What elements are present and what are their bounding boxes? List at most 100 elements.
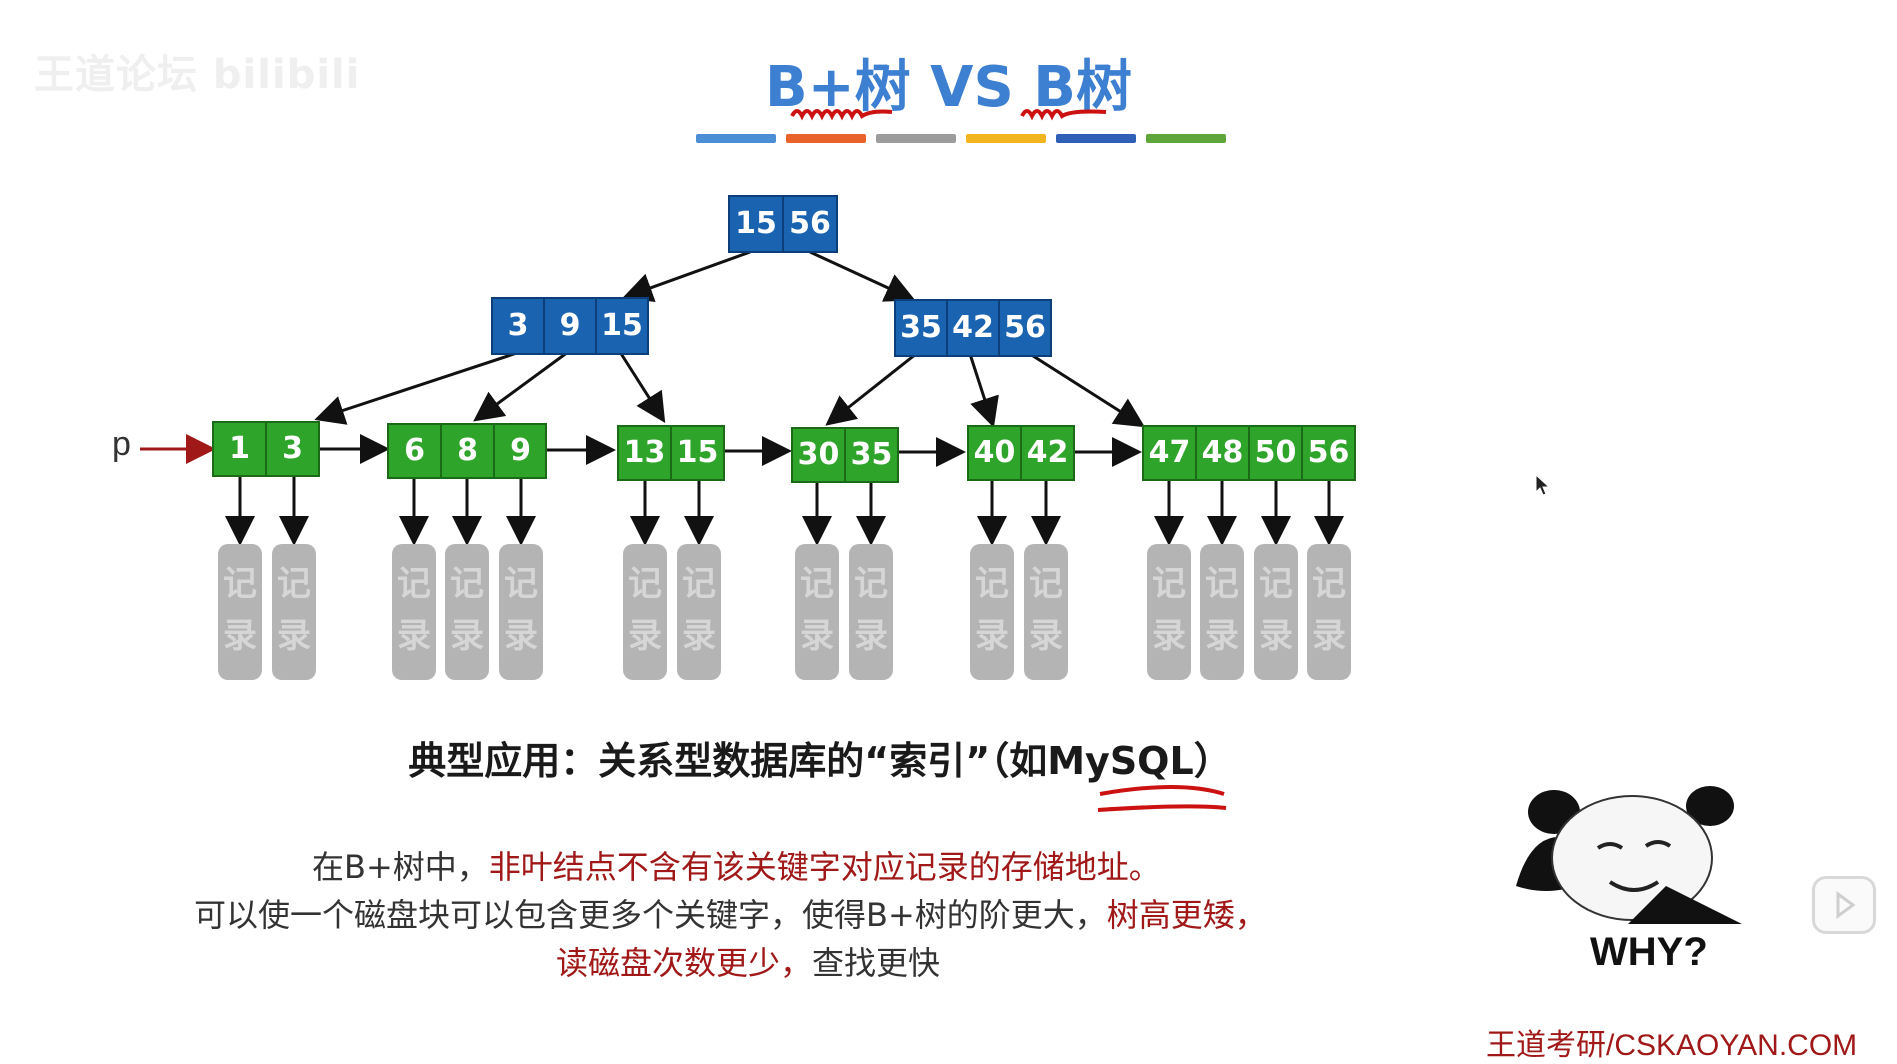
record-block: 记录 [499, 544, 543, 680]
watermark-logo: 王道论坛 bilibili [34, 52, 361, 98]
play-icon [1836, 891, 1856, 919]
root-key: 56 [789, 206, 831, 241]
record-label-top: 记 [504, 564, 538, 604]
leaf-node-box-4 [791, 427, 899, 483]
record-block: 记录 [1200, 544, 1244, 680]
record-label-top: 记 [450, 564, 484, 604]
leaf-key: 47 [1148, 435, 1191, 470]
record-label-top: 记 [1312, 564, 1346, 604]
leaf-key: 56 [1307, 435, 1350, 470]
record-label-top: 记 [397, 564, 431, 604]
tree-edge [622, 250, 751, 302]
record-label-top: 记 [1259, 564, 1293, 604]
tree-edge [809, 250, 916, 302]
panda-meme-image [1516, 786, 1742, 924]
leaf-key: 40 [973, 435, 1016, 470]
underline-scribble-b [1020, 109, 1107, 121]
record-block: 记录 [849, 544, 893, 680]
leaf-key: 6 [404, 433, 425, 468]
leaf-key: 8 [457, 433, 478, 468]
tree-edges [225, 250, 1344, 546]
internal-key: 35 [900, 310, 942, 345]
leaf-key: 1 [229, 431, 250, 466]
leaf-key: 15 [676, 435, 719, 470]
record-label-top: 记 [628, 564, 662, 604]
leaf-key: 50 [1254, 435, 1297, 470]
desc-line1-normal: 在B+树中， [312, 848, 489, 886]
record-label-bottom: 录 [854, 616, 888, 656]
record-label-bottom: 录 [504, 616, 538, 656]
record-label-top: 记 [682, 564, 716, 604]
tree-edge [825, 352, 917, 426]
record-label-bottom: 录 [277, 616, 311, 656]
internal-key: 9 [559, 308, 581, 343]
color-bar-segment [1146, 134, 1226, 143]
record-label-bottom: 录 [1152, 616, 1186, 656]
desc-line2-normal: 可以使一个磁盘块可以包含更多个关键字，使得B+树的阶更大， [194, 896, 1107, 934]
leaf-key: 30 [797, 437, 840, 472]
pointer-p-label: p [112, 425, 131, 463]
internal-key: 3 [507, 308, 529, 343]
desc-line3-normal: 查找更快 [812, 944, 941, 982]
play-button[interactable] [1812, 876, 1876, 934]
leaf-key: 9 [510, 433, 531, 468]
leaf-key: 3 [282, 431, 303, 466]
leaf-key: 13 [623, 435, 666, 470]
record-label-top: 记 [854, 564, 888, 604]
internal-node-box-1 [491, 297, 649, 355]
record-block: 记录 [1147, 544, 1191, 680]
leaf-node-box-2 [387, 423, 547, 479]
leaf-node-box-3 [617, 425, 725, 481]
leaf-node-box-1 [212, 421, 320, 477]
footer-brand: 王道考研/CSKAOYAN.COM [1486, 1029, 1858, 1062]
leaf-node-box-6 [1142, 425, 1356, 481]
record-label-bottom: 录 [1205, 616, 1239, 656]
root-key: 15 [735, 206, 777, 241]
color-bar-segment [966, 134, 1046, 143]
description-line-3: 读磁盘次数更少，查找更快 [556, 938, 940, 984]
internal-key: 42 [952, 310, 994, 345]
record-block: 记录 [272, 544, 316, 680]
record-block: 记录 [970, 544, 1014, 680]
record-label-top: 记 [975, 564, 1009, 604]
record-label-bottom: 录 [1312, 616, 1346, 656]
record-label-bottom: 录 [223, 616, 257, 656]
mouse-cursor-icon [1535, 474, 1551, 496]
record-label-bottom: 录 [397, 616, 431, 656]
internal-key: 15 [601, 308, 643, 343]
description-line-2: 可以使一个磁盘块可以包含更多个关键字，使得B+树的阶更大，树高更矮， [194, 890, 1267, 936]
internal-node-box-2 [894, 299, 1052, 357]
record-block: 记录 [218, 544, 262, 680]
color-bar-segment [696, 134, 776, 143]
record-block: 记录 [1307, 544, 1351, 680]
color-bar-segment [876, 134, 956, 143]
record-label-top: 记 [277, 564, 311, 604]
meme-caption: WHY? [1590, 930, 1708, 974]
record-label-bottom: 录 [628, 616, 662, 656]
tree-edge [314, 350, 521, 425]
record-block: 记录 [445, 544, 489, 680]
record-label-bottom: 录 [1029, 616, 1063, 656]
tree-edge [968, 353, 999, 428]
typical-application-text: 典型应用：关系型数据库的“索引”（如MySQL） [408, 739, 1232, 783]
underline-scribble-bplus [790, 109, 893, 121]
underline-scribble-mysql [1097, 785, 1227, 812]
record-label-top: 记 [1152, 564, 1186, 604]
desc-line2-highlight: 树高更矮， [1106, 896, 1267, 934]
desc-line3-highlight: 读磁盘次数更少， [556, 944, 813, 982]
internal-key: 56 [1004, 310, 1046, 345]
leaf-node-box-5 [967, 425, 1075, 481]
record-label-top: 记 [223, 564, 257, 604]
record-label-bottom: 录 [975, 616, 1009, 656]
tree-edge [618, 351, 666, 424]
tree-edge [1029, 352, 1146, 428]
record-block: 记录 [1024, 544, 1068, 680]
record-label-bottom: 录 [450, 616, 484, 656]
record-label-bottom: 录 [682, 616, 716, 656]
record-label-top: 记 [800, 564, 834, 604]
tree-edge [473, 350, 569, 422]
description-line-1: 在B+树中，非叶结点不含有该关键字对应记录的存储地址。 [312, 842, 1161, 888]
root-node-box [728, 195, 838, 253]
record-block: 记录 [677, 544, 721, 680]
